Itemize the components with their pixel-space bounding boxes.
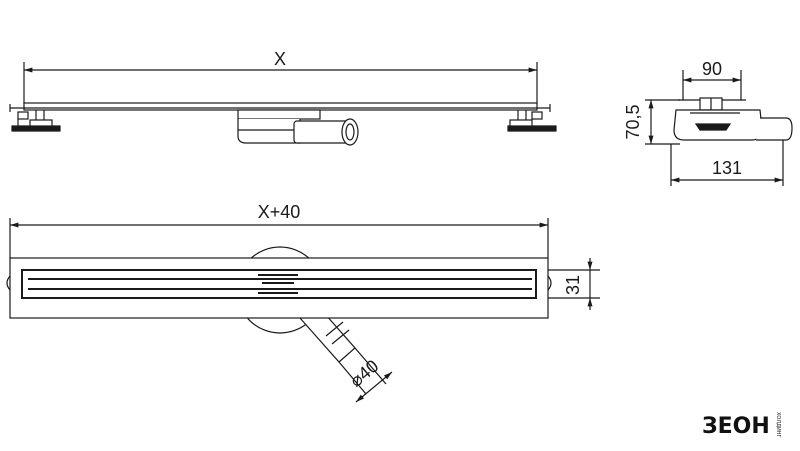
dimension-label-90: 90	[702, 59, 722, 79]
dimension-label-x: X	[274, 49, 286, 69]
logo-brand-text: ЗЕОН	[702, 414, 770, 439]
dimension-label-31: 31	[563, 275, 583, 295]
dimension-label-d40: ⌀40	[346, 356, 382, 391]
left-adjustable-foot	[11, 110, 61, 132]
dimension-line-d40	[355, 371, 393, 403]
dimension-label-131: 131	[712, 158, 742, 178]
dimension-label-x-plus-40: X+40	[258, 202, 301, 222]
plan-view: 31 ⌀40 X+40	[6, 202, 600, 403]
right-adjustable-foot	[507, 110, 557, 132]
cross-section-view: 90 70,5 131	[623, 59, 793, 186]
side-elevation-view: X	[9, 49, 557, 146]
dimension-label-70-5: 70,5	[623, 104, 643, 139]
outlet-siphon	[237, 109, 359, 146]
siphon-slots	[258, 274, 298, 294]
logo-tagline-text: ХОЛДИНГ	[775, 412, 781, 438]
channel-profile	[23, 102, 538, 111]
brand-logo: ЗЕОН ХОЛДИНГ	[702, 412, 781, 439]
